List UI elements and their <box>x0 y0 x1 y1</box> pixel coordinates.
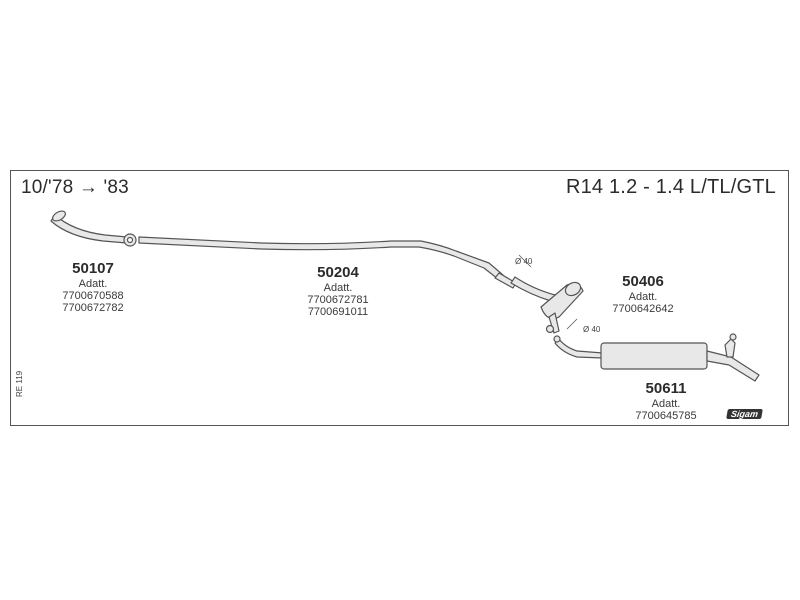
part-oem-code: 7700642642 <box>612 303 674 316</box>
part-label-50406: 50406 Adatt. 7700642642 <box>583 273 703 316</box>
part-adapter-label: Adatt. <box>651 397 681 410</box>
reference-code: RE 119 <box>15 370 24 397</box>
part-label-50611: 50611 Adatt. 7700645785 <box>606 380 726 423</box>
front-pipe-50107 <box>50 210 137 247</box>
center-muffler-50406 <box>510 276 584 334</box>
part-oem-code: 7700670588 <box>62 290 124 303</box>
brand-logo: Sigam <box>726 409 763 419</box>
part-number: 50406 <box>622 273 664 290</box>
part-oem-code: 7700672781 <box>307 294 369 307</box>
model-title: R14 1.2 - 1.4 L/TL/GTL <box>565 176 776 198</box>
part-number: 50204 <box>317 264 359 281</box>
part-oem-code: 7700672782 <box>62 302 124 315</box>
diagram-frame: 10/'78 → '83 R14 1.2 - 1.4 L/TL/GTL 5010… <box>10 170 789 426</box>
part-number: 50107 <box>72 260 114 277</box>
part-oem-code: 7700691011 <box>307 306 369 319</box>
part-number: 50611 <box>645 380 687 397</box>
date-range: 10/'78 → '83 <box>21 177 129 198</box>
part-adapter-label: Adatt. <box>628 290 658 303</box>
rear-muffler-50611 <box>553 333 760 382</box>
intermediate-pipe-50204 <box>138 236 517 289</box>
part-label-50107: 50107 Adatt. 7700670588 7700672782 <box>33 260 153 315</box>
part-adapter-label: Adatt. <box>323 281 353 294</box>
part-oem-code: 7700645785 <box>635 410 697 423</box>
pipe-diameter-label: Ø 40 <box>583 325 601 334</box>
part-adapter-label: Adatt. <box>78 277 108 290</box>
part-label-50204: 50204 Adatt. 7700672781 7700691011 <box>278 264 398 319</box>
pipe-diameter-label: Ø 40 <box>515 257 533 266</box>
exhaust-system-drawing <box>50 210 760 382</box>
